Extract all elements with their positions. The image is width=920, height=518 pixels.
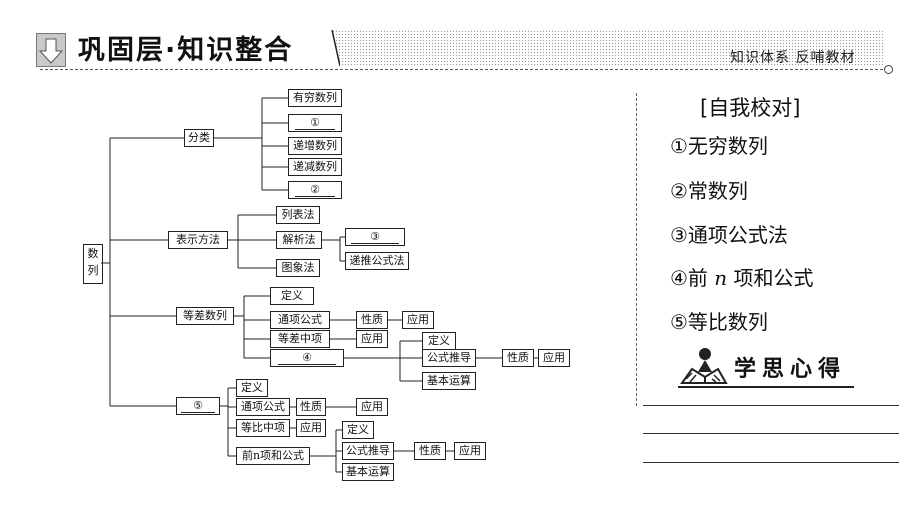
- blank-4-label: ④: [278, 351, 336, 365]
- header-pattern: [332, 30, 884, 66]
- answer-1: ①无穷数列: [670, 134, 768, 158]
- section-subtitle: 知识体系 反哺教材: [730, 50, 856, 66]
- node-recursive-formula: 递推公式法: [345, 252, 409, 270]
- node-geo-middle-term: 等比中项: [236, 419, 290, 437]
- reflection-banner: 学思心得: [678, 345, 854, 388]
- answer-4-suffix: 项和公式: [727, 266, 814, 290]
- node-geo-application: 应用: [356, 398, 388, 416]
- writing-line-1: [643, 405, 899, 406]
- reflection-title: 学思心得: [734, 357, 847, 382]
- node-finite-sequence: 有穷数列: [288, 89, 342, 107]
- writing-line-3: [643, 462, 899, 463]
- answer-4: ④前 n 项和公式: [670, 262, 814, 291]
- blank-2: ②: [288, 181, 342, 199]
- header-rule: [40, 69, 888, 70]
- blank-4: ④: [270, 349, 344, 367]
- root-node-sequence: 数列: [83, 244, 103, 284]
- node-arith-middle-application: 应用: [356, 330, 388, 348]
- node-increasing-sequence: 递增数列: [288, 137, 342, 155]
- node-geo-sum-application: 应用: [454, 442, 486, 460]
- node-list-method: 列表法: [276, 206, 320, 224]
- node-geo-general-term: 通项公式: [236, 398, 290, 416]
- node-geo-middle-application: 应用: [296, 419, 326, 437]
- node-geo-sum-formula: 前n项和公式: [236, 447, 310, 465]
- rule-end-dot: [884, 65, 893, 74]
- blank-2-label: ②: [295, 183, 335, 197]
- node-classify: 分类: [184, 129, 214, 147]
- blank-3: ③: [345, 228, 405, 246]
- down-arrow-icon: [36, 33, 66, 67]
- answers-title: [自我校对]: [700, 96, 801, 120]
- node-geo-definition: 定义: [236, 379, 268, 397]
- node-arith-basic-operation: 基本运算: [422, 372, 476, 390]
- node-arith-property: 性质: [356, 311, 388, 329]
- concept-map-connectors: [101, 97, 538, 473]
- node-arith-definition: 定义: [270, 287, 314, 305]
- writing-line-2: [643, 433, 899, 434]
- root-node-char: 数: [87, 247, 99, 260]
- node-arith-application: 应用: [402, 311, 434, 329]
- blank-1: ①: [288, 114, 342, 132]
- node-graph-method: 图象法: [276, 259, 320, 277]
- node-geo-basic-operation: 基本运算: [342, 463, 394, 481]
- node-arith-sum-application: 应用: [538, 349, 570, 367]
- blank-5-label: ⑤: [181, 399, 215, 413]
- node-geo-sum-property: 性质: [414, 442, 446, 460]
- reflection-underline: [678, 386, 854, 388]
- node-geo-property: 性质: [296, 398, 326, 416]
- node-arith-formula-derivation: 公式推导: [422, 349, 476, 367]
- node-analytic-method: 解析法: [276, 231, 322, 249]
- node-arithmetic-sequence: 等差数列: [176, 307, 234, 325]
- answer-3: ③通项公式法: [670, 223, 788, 247]
- section-title: 巩固层·知识整合: [78, 35, 294, 66]
- node-geo-sum-definition: 定义: [342, 421, 374, 439]
- node-decreasing-sequence: 递减数列: [288, 158, 342, 176]
- node-representation: 表示方法: [168, 231, 228, 249]
- blank-1-label: ①: [295, 116, 335, 130]
- node-arith-middle-term: 等差中项: [270, 330, 330, 348]
- answer-5: ⑤等比数列: [670, 310, 768, 334]
- node-arith-general-term: 通项公式: [270, 311, 330, 329]
- answer-2: ②常数列: [670, 179, 748, 203]
- blank-3-label: ③: [351, 230, 399, 244]
- node-arith-sum-definition: 定义: [422, 332, 456, 350]
- column-divider: [636, 93, 637, 406]
- answer-4-prefix: ④前: [670, 266, 715, 290]
- header-slope: [300, 30, 340, 68]
- reader-icon: [680, 348, 728, 384]
- node-arith-sum-property: 性质: [502, 349, 534, 367]
- blank-5: ⑤: [176, 397, 220, 415]
- answer-4-variable: n: [714, 266, 728, 290]
- root-node-char: 列: [87, 264, 99, 277]
- node-geo-formula-derivation: 公式推导: [342, 442, 394, 460]
